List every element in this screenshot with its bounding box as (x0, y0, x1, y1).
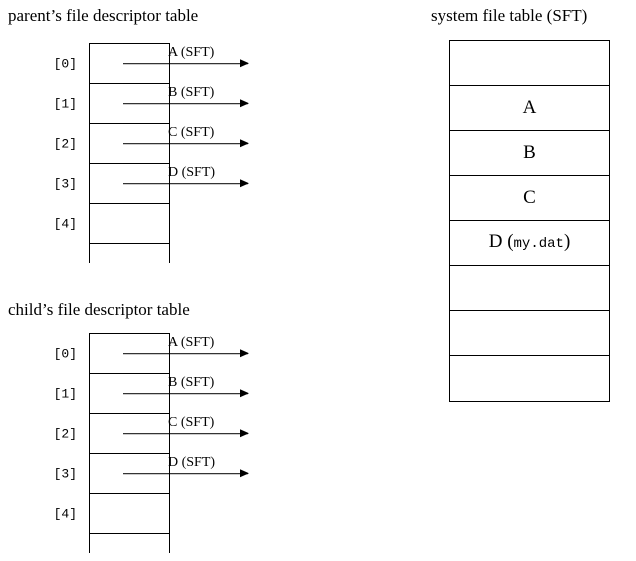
sft-entry-name: C (523, 187, 536, 208)
child-fd-row-clipped (90, 534, 169, 553)
child-fd-index-label: [2] (53, 426, 77, 441)
parent-table-title: parent’s file descriptor table (8, 6, 199, 25)
sft-row (450, 41, 609, 86)
child-fd-row: [1] B (SFT) (54, 374, 248, 414)
sft-row: C (450, 176, 609, 221)
child-fd-pointer-arrow: C (SFT) (123, 415, 248, 435)
parent-fd-index-label: [2] (53, 136, 77, 151)
sft-entry-name: B (523, 142, 536, 163)
parent-fd-pointer-label: C (SFT) (168, 125, 215, 141)
child-fd-row: [4] (54, 494, 169, 534)
parent-fd-row: [4] (54, 204, 169, 244)
sft-entry-label: A (523, 98, 537, 118)
child-fd-pointer-label: A (SFT) (168, 335, 215, 351)
parent-fd-pointer-label: A (SFT) (168, 45, 215, 61)
sft-row (450, 311, 609, 356)
sft-row: B (450, 131, 609, 176)
parent-fd-pointer-arrow: B (SFT) (123, 85, 248, 105)
child-fd-row: [2] C (SFT) (54, 414, 248, 454)
sft-entry-label: B (523, 143, 536, 163)
parent-fd-index-label: [3] (53, 176, 77, 191)
parent-fd-row: [2] C (SFT) (54, 124, 248, 164)
parent-fd-index-label: [1] (53, 96, 77, 111)
child-fd-index-label: [3] (53, 466, 77, 481)
child-file-descriptor-table: [0] A (SFT) [1] B (SFT) [2] C (SFT) [3] D (SFT)… (54, 333, 248, 553)
parent-fd-row-clipped (90, 244, 169, 263)
sft-entry-name: A (522, 97, 537, 118)
parent-fd-row: [3] D (SFT) (54, 164, 248, 204)
sft-row: D (my.dat) (450, 221, 609, 266)
parent-fd-index-label: [0] (53, 56, 77, 71)
parent-fd-pointer-arrow: D (SFT) (123, 165, 248, 185)
sft-row (450, 356, 609, 401)
parent-fd-row: [1] B (SFT) (54, 84, 248, 124)
child-fd-index-label: [0] (53, 346, 77, 361)
child-fd-row: [0] A (SFT) (54, 334, 248, 374)
parent-fd-index-label: [4] (53, 216, 77, 231)
sft-entry-name: D (488, 231, 503, 252)
parent-fd-pointer-label: B (SFT) (168, 85, 215, 101)
child-fd-pointer-label: C (SFT) (168, 415, 215, 431)
parent-fd-pointer-arrow: A (SFT) (123, 45, 248, 65)
parent-file-descriptor-table: [0] A (SFT) [1] B (SFT) [2] C (SFT) [3] D (SFT)… (54, 43, 248, 263)
child-fd-pointer-label: B (SFT) (168, 375, 215, 391)
child-fd-pointer-arrow: D (SFT) (123, 455, 248, 475)
parent-fd-pointer-label: D (SFT) (168, 165, 216, 181)
parent-fd-pointer-arrow: C (SFT) (123, 125, 248, 145)
child-fd-index-label: [1] (53, 386, 77, 401)
child-fd-index-label: [4] (53, 506, 77, 521)
sft-row: A (450, 86, 609, 131)
system-file-table-title: system file table (SFT) (431, 6, 588, 25)
child-fd-pointer-label: D (SFT) (168, 455, 216, 471)
child-fd-row: [3] D (SFT) (54, 454, 248, 494)
parent-fd-row: [0] A (SFT) (54, 44, 248, 84)
sft-entry-label: C (523, 188, 536, 208)
system-file-table: A B C D (my.dat) (449, 40, 610, 402)
child-table-title: child’s file descriptor table (8, 300, 190, 319)
sft-row (450, 266, 609, 311)
child-fd-pointer-arrow: B (SFT) (123, 375, 248, 395)
sft-entry-filename: (my.dat) (507, 231, 571, 253)
sft-entry-label: D (my.dat) (489, 232, 571, 254)
child-fd-pointer-arrow: A (SFT) (123, 335, 248, 355)
